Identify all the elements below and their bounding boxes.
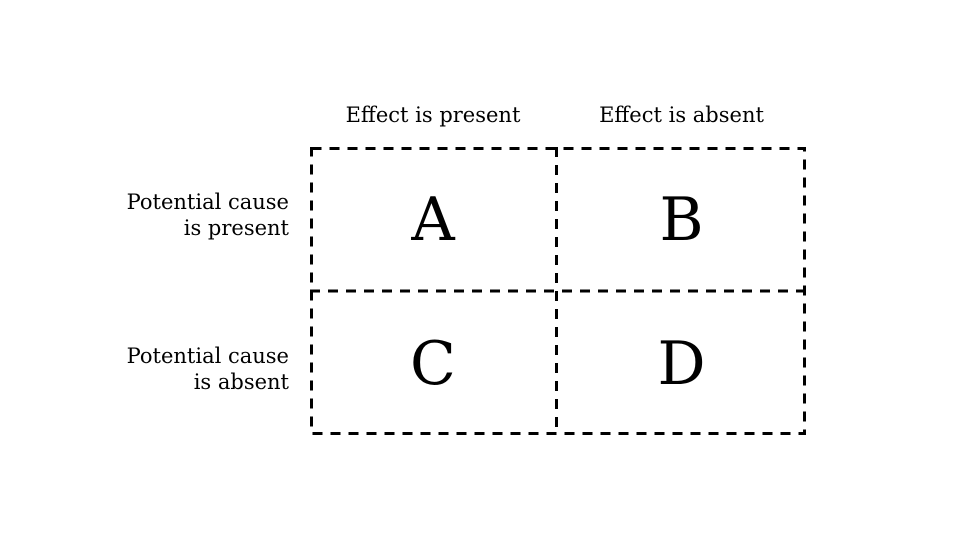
matrix-grid bbox=[310, 147, 806, 435]
row-label-cause-present: Potential cause is present bbox=[69, 189, 289, 241]
row-label-line: is absent bbox=[193, 370, 289, 394]
cell-a-label: A bbox=[411, 185, 455, 255]
column-header-effect-absent: Effect is absent bbox=[599, 103, 764, 127]
column-header-effect-present: Effect is present bbox=[345, 103, 521, 127]
row-label-line: Potential cause bbox=[126, 344, 289, 368]
row-label-cause-absent: Potential cause is absent bbox=[69, 343, 289, 395]
cell-c-label: C bbox=[410, 329, 456, 399]
row-label-line: Potential cause bbox=[126, 190, 289, 214]
row-label-line: is present bbox=[183, 216, 289, 240]
cell-d-label: D bbox=[657, 329, 706, 399]
cell-b-label: B bbox=[659, 185, 704, 255]
